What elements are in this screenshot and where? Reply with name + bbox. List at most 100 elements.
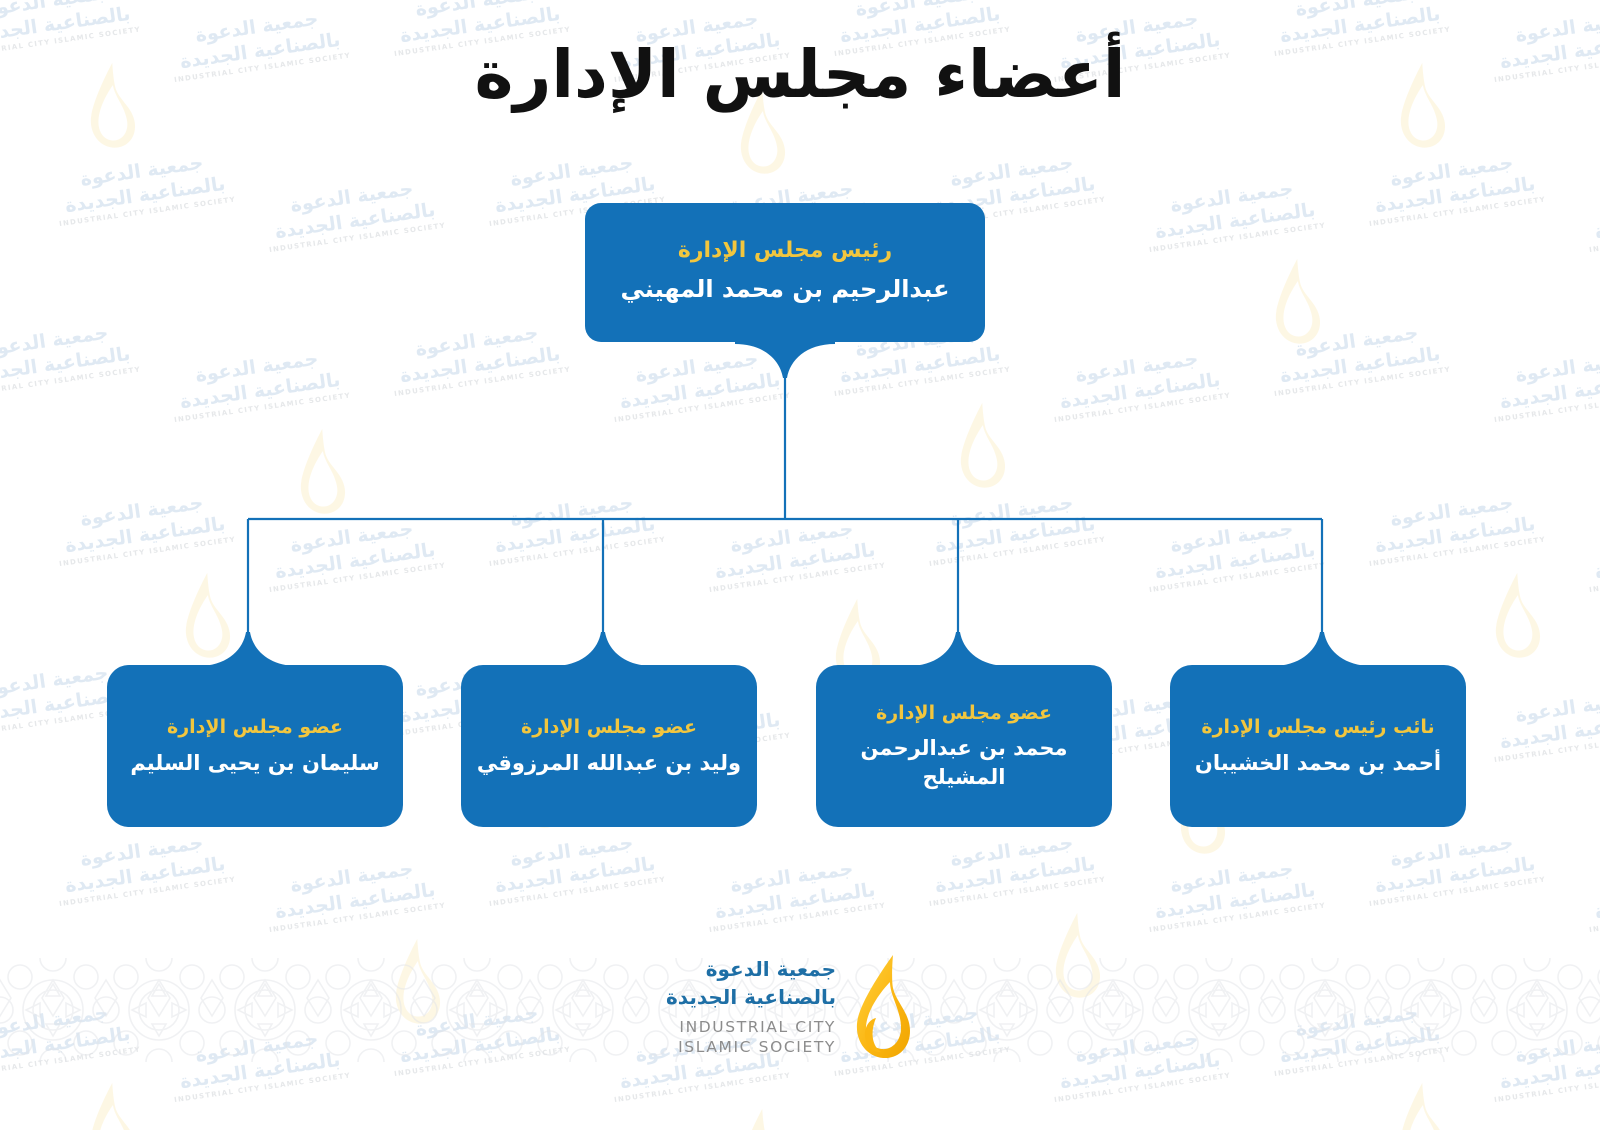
watermark-english: INDUSTRIAL CITY ISLAMIC SOCIETY [833, 364, 1012, 398]
watermark-flame-icon [74, 1076, 151, 1130]
logo-text-block: جمعية الدعوة بالصناعية الجديدة INDUSTRIA… [665, 952, 836, 1057]
watermark-arabic-line-1: جمعية الدعوة [1074, 347, 1200, 387]
watermark-arabic-line-1: جمعية الدعوة [1169, 517, 1295, 557]
watermark-arabic-line-2: بالصناعية الجديدة [1498, 368, 1600, 413]
watermark-arabic-line-1: جمعية الدعوة [0, 321, 110, 361]
watermark-arabic-line-2: بالصناعية الجديدة [1153, 538, 1317, 583]
watermark-arabic-line-1: جمعية الدعوة [414, 0, 540, 21]
watermark-arabic-line-1: جمعية الدعوة [0, 0, 110, 21]
connector-fillet-root [735, 342, 835, 378]
watermark-arabic-line-1: جمعية الدعوة [1582, 514, 1600, 562]
watermark-flame-icon [724, 1102, 801, 1130]
watermark-english: INDUSTRIAL CITY ISLAMIC SOCIETY [1493, 391, 1600, 424]
logo-english-line-1: INDUSTRIAL CITY [679, 1018, 836, 1037]
watermark-english: INDUSTRIAL CITY ISLAMIC SOCIETY [708, 900, 887, 934]
watermark-flame-icon [169, 566, 246, 670]
watermark-arabic-line-1: جمعية الدعوة [949, 491, 1075, 531]
watermark-english: INDUSTRIAL CITY ISLAMIC SOCIETY [1273, 364, 1452, 398]
watermark-arabic-line-2: بالصناعية الجديدة [398, 342, 562, 387]
watermark-arabic-line-2: بالصناعية الجديدة [713, 878, 877, 923]
watermark-arabic-line-1: جمعية الدعوة [509, 831, 635, 871]
watermark-english: INDUSTRIAL CITY ISLAMIC SOCIETY [1493, 731, 1600, 764]
watermark-arabic-line-1: جمعية الدعوة [414, 321, 540, 361]
watermark-arabic-line-2: بالصناعية الجديدة [63, 172, 227, 217]
watermark-arabic-line-1: جمعية الدعوة [1582, 854, 1600, 902]
watermark-english: INDUSTRIAL CITY ISLAMIC SOCIETY [58, 874, 237, 908]
watermark-arabic-line-2: بالصناعية الجديدة [933, 512, 1097, 557]
watermark-english: INDUSTRIAL CITY ISLAMIC SOCIETY [488, 874, 667, 908]
watermark-arabic-line-2: بالصناعية الجديدة [933, 852, 1097, 897]
watermark-arabic-line-2: بالصناعية الجديدة [1498, 708, 1600, 753]
org-node-vice-chairman[interactable]: نائب رئيس مجلس الإدارة أحمد بن محمد الخش… [1170, 665, 1466, 827]
watermark-arabic-line-2: بالصناعية الجديدة [1153, 198, 1317, 243]
watermark-english: INDUSTRIAL CITY ISLAMIC SOCIETY [173, 1070, 352, 1104]
watermark-arabic-line-1: جمعية الدعوة [509, 151, 635, 191]
watermark-english: INDUSTRIAL CITY ISLAMIC SOCIETY [1368, 194, 1547, 228]
org-node-role: نائب رئيس مجلس الإدارة [1201, 716, 1435, 738]
watermark-flame-icon [944, 396, 1021, 500]
watermark-arabic-line-1: جمعية الدعوة [634, 347, 760, 387]
watermark-arabic-line-1: جمعية الدعوة [949, 151, 1075, 191]
watermark-arabic-line-2: بالصناعية الجديدة [63, 512, 227, 557]
watermark-arabic-line-2: بالصناعية الجديدة [1593, 879, 1600, 923]
watermark-arabic-line-2: بالصناعية الجديدة [1058, 368, 1222, 413]
watermark-arabic-line-1: جمعية الدعوة [194, 347, 320, 387]
watermark-english: INDUSTRIAL CITY ISLAMIC SOCIETY [268, 560, 447, 594]
watermark-arabic-line-2: بالصناعية الجديدة [838, 342, 1002, 387]
watermark-arabic-line-1: جمعية الدعوة [79, 151, 205, 191]
watermark-arabic-line-2: بالصناعية الجديدة [0, 342, 132, 387]
watermark-english: INDUSTRIAL CITY ISLAMIC SOCIETY [268, 220, 447, 254]
watermark-arabic-line-2: بالصناعية الجديدة [493, 512, 657, 557]
flame-icon [856, 955, 910, 1059]
org-node-member-mohammed[interactable]: عضو مجلس الإدارة محمد بن عبدالرحمن المشي… [816, 665, 1112, 827]
watermark-arabic-line-1: جمعية الدعوة [1169, 177, 1295, 217]
watermark-english: INDUSTRIAL CITY ISLAMIC SOCIETY [268, 900, 447, 934]
watermark-arabic-line-1: جمعية الدعوة [1514, 687, 1600, 727]
watermark-arabic-line-1: جمعية الدعوة [1514, 347, 1600, 387]
watermark-english: INDUSTRIAL CITY ISLAMIC SOCIETY [1368, 874, 1547, 908]
watermark-arabic-line-1: جمعية الدعوة [949, 831, 1075, 871]
watermark-english: INDUSTRIAL CITY ISLAMIC SOCIETY [1493, 1071, 1600, 1104]
ornament-band [0, 958, 1600, 1062]
watermark-english: INDUSTRIAL CITY ISLAMIC SOCIETY [58, 194, 237, 228]
org-node-member-sulaiman[interactable]: عضو مجلس الإدارة سليمان بن يحيى السليم [107, 665, 403, 827]
logo-english-line-2: ISLAMIC SOCIETY [678, 1037, 836, 1056]
watermark-english: INDUSTRIAL CITY ISLAMIC SOCIETY [613, 390, 792, 424]
org-node-chairman[interactable]: رئيس مجلس الإدارة عبدالرحيم بن محمد المه… [585, 203, 985, 342]
watermark-arabic-line-2: بالصناعية الجديدة [1153, 878, 1317, 923]
watermark-english: INDUSTRIAL CITY ISLAMIC SOCIETY [488, 534, 667, 568]
watermark-arabic-line-2: بالصناعية الجديدة [63, 852, 227, 897]
watermark-flame-icon [1259, 252, 1336, 356]
watermark-english: INDUSTRIAL CITY ISLAMIC SOCIETY [928, 874, 1107, 908]
logo-arabic-line-2: بالصناعية الجديدة [665, 984, 836, 1009]
org-node-role: عضو مجلس الإدارة [521, 716, 697, 738]
watermark-english: INDUSTRIAL CITY ISLAMIC SOCIETY [0, 364, 142, 398]
connector-fillet-children [198, 632, 1372, 668]
watermark-arabic-line-1: جمعية الدعوة [289, 177, 415, 217]
org-node-member-waleed[interactable]: عضو مجلس الإدارة وليد بن عبدالله المرزوق… [461, 665, 757, 827]
org-node-name: عبدالرحيم بن محمد المهيني [620, 274, 950, 303]
watermark-arabic-line-2: بالصناعية الجديدة [178, 368, 342, 413]
watermark-english: INDUSTRIAL CITY ISLAMIC SOCIETY [1148, 560, 1327, 594]
watermark-arabic-line-1: جمعية الدعوة [289, 857, 415, 897]
org-node-role: عضو مجلس الإدارة [167, 716, 343, 738]
watermark-english: INDUSTRIAL CITY ISLAMIC SOCIETY [1368, 534, 1547, 568]
